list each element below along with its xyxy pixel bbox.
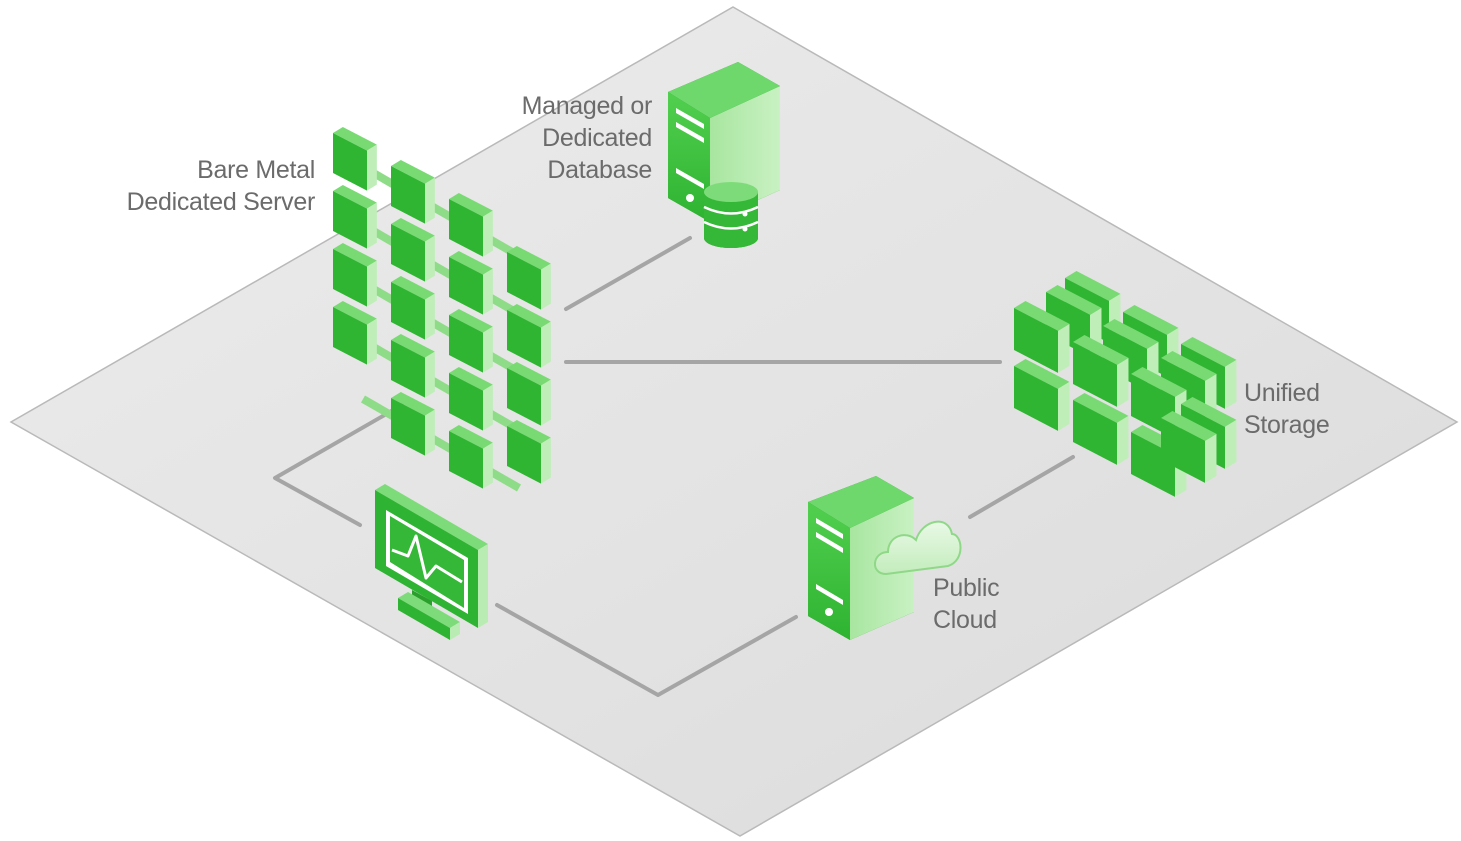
label-database-line3: Database (547, 156, 652, 184)
server-block-icon (449, 425, 493, 489)
server-block-icon (333, 301, 377, 365)
label-storage: Unified Storage (1244, 377, 1364, 441)
edge-monitor-cloud (495, 603, 798, 697)
label-database: Managed or Dedicated Database (472, 90, 653, 186)
database-server-icon (668, 62, 780, 248)
storage-block-icon (1161, 411, 1217, 483)
server-block-icon (333, 243, 377, 307)
edge-cloud-storage (968, 455, 1075, 519)
server-block-icon (507, 420, 551, 484)
label-database-line1: Managed or (521, 92, 653, 120)
server-block-icon (449, 367, 493, 431)
server-grid-icon (333, 127, 551, 492)
server-block-icon (507, 246, 551, 310)
edge-bare-metal-database (564, 236, 692, 311)
server-block-icon (507, 304, 551, 368)
monitor-icon (375, 484, 488, 640)
label-storage-line2: Storage (1244, 411, 1330, 439)
server-block-icon (449, 309, 493, 373)
server-block-icon (391, 392, 435, 456)
label-bare-metal: Bare Metal Dedicated Server (110, 154, 316, 218)
storage-block-icon (1073, 393, 1129, 465)
storage-array-icon (1014, 271, 1237, 497)
server-block-icon (391, 276, 435, 340)
label-cloud: Public Cloud (933, 572, 1033, 636)
edge-bare-metal-monitor (273, 403, 404, 527)
cloud-server-icon (808, 476, 962, 640)
connectors (273, 236, 1075, 697)
label-database-line2: Dedicated (542, 124, 652, 152)
label-cloud-line2: Cloud (933, 606, 997, 634)
storage-block-icon (1014, 359, 1070, 431)
server-block-icon (449, 193, 493, 257)
cloud-icon (874, 520, 962, 576)
database-cylinder-icon (703, 182, 759, 248)
server-block-icon (391, 218, 435, 282)
label-cloud-line1: Public (933, 574, 1000, 602)
label-storage-line1: Unified (1244, 379, 1320, 407)
server-block-icon (507, 362, 551, 426)
storage-block-icon (1014, 301, 1070, 373)
server-block-icon (333, 127, 377, 191)
server-block-icon (391, 160, 435, 224)
storage-block-icon (1073, 335, 1129, 407)
server-block-icon (449, 251, 493, 315)
server-block-icon (391, 334, 435, 398)
label-bare-metal-line1: Bare Metal (197, 156, 315, 184)
server-block-icon (333, 185, 377, 249)
label-bare-metal-line2: Dedicated Server (126, 188, 316, 216)
